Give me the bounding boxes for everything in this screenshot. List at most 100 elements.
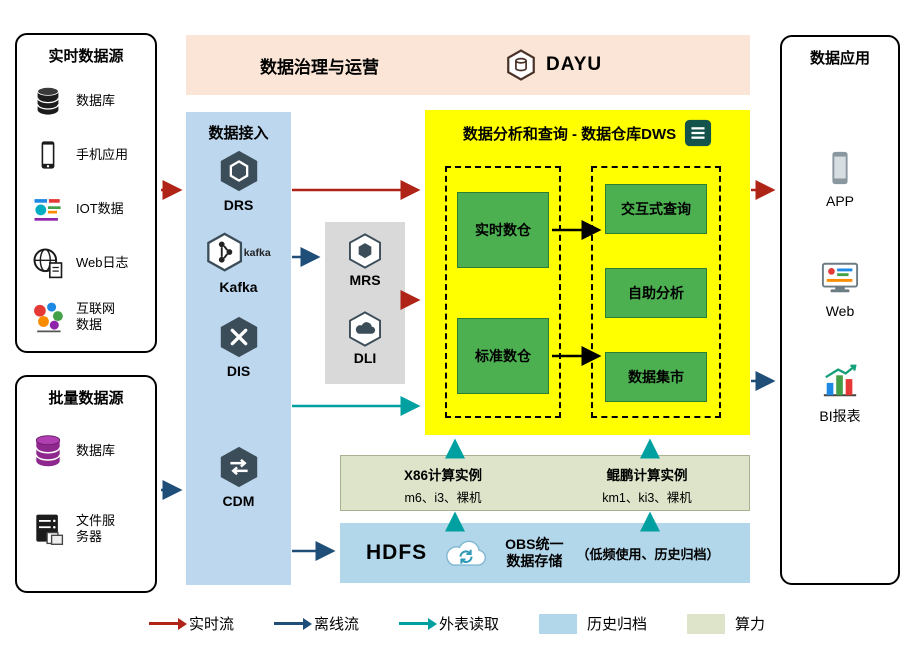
list-item: 互联网数据 — [17, 298, 155, 336]
list-item: APP — [782, 149, 898, 209]
application-label: Web — [825, 303, 855, 319]
service-label: DRS — [223, 197, 254, 213]
source-label: IOT数据 — [76, 200, 124, 216]
file-server-icon — [29, 510, 67, 548]
obs-line1: OBS统一 — [505, 536, 564, 553]
mrs-icon — [349, 233, 381, 269]
legend-label: 历史归档 — [587, 616, 648, 633]
dayu-logo: DAYU — [504, 48, 602, 82]
hdfs-label: HDFS — [366, 541, 428, 564]
applications-title: 数据应用 — [809, 50, 870, 67]
service-mrs: MRS — [325, 232, 405, 288]
governance-panel: 数据治理与运营 DAYU — [186, 35, 750, 95]
application-label: APP — [825, 193, 854, 209]
interactive-query-box: 交互式查询 — [605, 184, 707, 234]
list-item: Web日志 — [17, 244, 155, 282]
storage-panel: HDFS OBS统一 数据存储 （低频使用、历史归档） — [340, 523, 750, 583]
iot-icon — [29, 190, 67, 228]
dws-panel: 数据分析和查询 - 数据仓库DWS 实时数仓 标准数仓 交互式查询 自助分析 数… — [425, 110, 750, 435]
processing-panel: MRS DLI — [325, 222, 405, 384]
warehouse-standard: 标准数仓 — [457, 318, 549, 394]
data-ingestion-title: 数据接入 — [208, 125, 269, 142]
archive-swatch-icon — [539, 613, 577, 634]
list-item: BI报表 — [782, 362, 898, 426]
source-label: 互联网数据 — [76, 300, 116, 332]
service-label: CDM — [222, 493, 255, 509]
legend-item-external-read: 外表读取 — [398, 613, 499, 634]
compute-swatch-icon — [687, 613, 726, 634]
kafka-logo-text: kafka — [243, 247, 270, 259]
list-item: Web — [782, 259, 898, 319]
service-label: DIS — [226, 363, 251, 379]
service-label: DLI — [353, 350, 377, 366]
list-item: 数据库 — [17, 432, 155, 470]
dws-title-row: 数据分析和查询 - 数据仓库DWS — [425, 110, 750, 147]
service-kafka: kafka Kafka — [186, 230, 291, 295]
kafka-icon: kafka — [206, 232, 270, 272]
compute-group-x86: X86计算实例 m6、i3、裸机 — [341, 456, 545, 510]
external-read-arrow-icon — [398, 617, 437, 630]
warehouse-realtime: 实时数仓 — [457, 192, 549, 268]
realtime-arrow-icon — [148, 617, 187, 630]
legend-label: 实时流 — [188, 616, 234, 633]
dws-title: 数据分析和查询 - 数据仓库DWS — [462, 125, 677, 143]
dli-icon — [349, 311, 381, 347]
service-dli: DLI — [325, 310, 405, 366]
dis-icon — [220, 316, 257, 358]
compute-title: X86计算实例 — [403, 468, 483, 483]
list-item: 数据库 — [17, 82, 155, 120]
bi-report-icon — [823, 364, 857, 397]
list-item: 手机应用 — [17, 136, 155, 174]
dayu-icon — [507, 49, 535, 81]
service-dis: DIS — [186, 314, 291, 379]
offline-arrow-icon — [273, 617, 312, 630]
mobile-app-icon — [29, 136, 67, 174]
source-label: 文件服务器 — [76, 512, 116, 544]
legend-item-offline: 离线流 — [273, 613, 359, 634]
legend: 实时流 离线流 外表读取 历史归档 算力 — [0, 613, 914, 634]
data-ingestion-panel: 数据接入 DRS kafka Kafka — [186, 112, 291, 585]
internet-data-icon — [29, 298, 67, 336]
legend-item-archive: 历史归档 — [539, 613, 647, 634]
source-label: 手机应用 — [76, 146, 129, 162]
application-label: BI报表 — [819, 408, 861, 424]
realtime-sources-panel: 实时数据源 数据库 手机应用 — [15, 33, 157, 353]
legend-label: 算力 — [735, 616, 766, 633]
cdm-icon — [220, 446, 257, 488]
service-cdm: CDM — [186, 444, 291, 509]
compute-panel: X86计算实例 m6、i3、裸机 鲲鹏计算实例 km1、ki3、裸机 — [340, 455, 750, 511]
list-item: IOT数据 — [17, 190, 155, 228]
drs-icon — [220, 150, 257, 192]
source-label: 数据库 — [76, 92, 116, 108]
governance-title: 数据治理与运营 — [260, 57, 379, 77]
compute-group-kunpeng: 鲲鹏计算实例 km1、ki3、裸机 — [545, 456, 749, 510]
source-label: Web日志 — [76, 254, 129, 270]
list-item: 文件服务器 — [17, 510, 155, 548]
legend-label: 离线流 — [313, 616, 359, 633]
service-label: MRS — [349, 272, 381, 288]
database-purple-icon — [29, 432, 67, 470]
batch-sources-title: 批量数据源 — [48, 390, 124, 407]
database-icon — [29, 82, 67, 120]
app-icon — [832, 151, 848, 185]
compute-subtitle: m6、i3、裸机 — [404, 491, 482, 505]
batch-sources-panel: 批量数据源 数据库 — [15, 375, 157, 593]
compute-subtitle: km1、ki3、裸机 — [602, 491, 692, 505]
data-mart-box: 数据集市 — [605, 352, 707, 402]
compute-title: 鲲鹏计算实例 — [606, 468, 688, 483]
self-service-analysis-box: 自助分析 — [605, 268, 707, 318]
service-label: Kafka — [219, 279, 258, 295]
storage-note: （低频使用、历史归档） — [576, 546, 720, 562]
web-log-icon — [29, 244, 67, 282]
source-label: 数据库 — [76, 442, 116, 458]
realtime-sources-title: 实时数据源 — [48, 48, 124, 65]
web-icon — [821, 262, 859, 293]
analytics-group: 交互式查询 自助分析 数据集市 — [591, 166, 721, 418]
legend-item-realtime: 实时流 — [148, 613, 234, 634]
obs-cloud-icon — [446, 540, 487, 566]
applications-panel: 数据应用 APP Web — [780, 35, 900, 585]
dayu-logo-text: DAYU — [546, 54, 603, 75]
legend-label: 外表读取 — [438, 616, 499, 633]
dws-icon — [685, 119, 712, 147]
